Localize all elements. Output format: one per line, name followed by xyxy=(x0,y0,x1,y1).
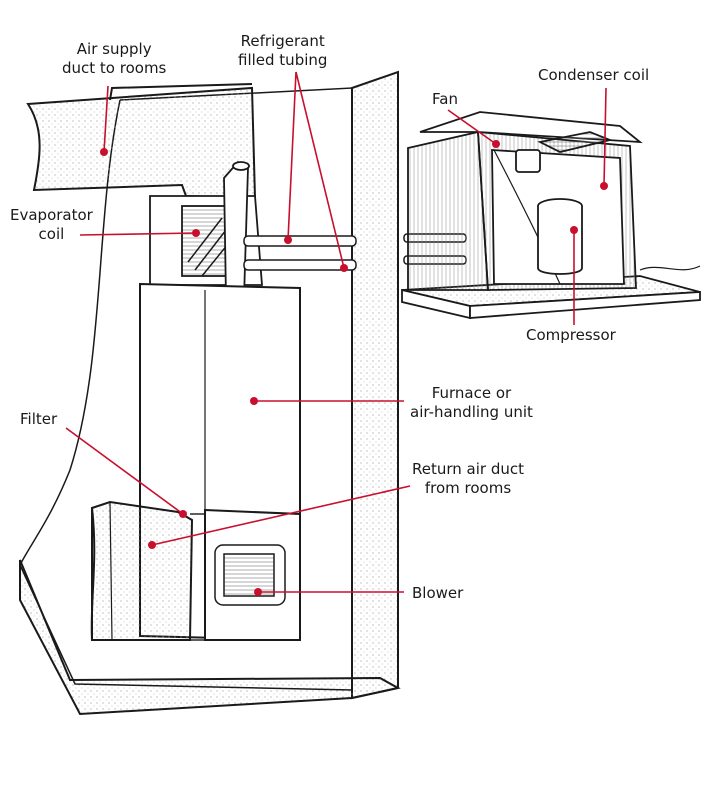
label-evaporator-coil-line2: coil xyxy=(38,225,65,243)
leader-lines xyxy=(65,71,607,593)
label-return-air-duct: Return air duct from rooms xyxy=(412,460,524,498)
leader-filter xyxy=(65,427,184,515)
label-furnace-line2: air-handling unit xyxy=(410,403,533,421)
label-compressor-text: Compressor xyxy=(526,326,616,344)
left-wall-curve xyxy=(19,99,121,566)
label-blower: Blower xyxy=(412,584,463,603)
label-return-air-duct-line1: Return air duct xyxy=(412,460,524,478)
label-fan-text: Fan xyxy=(432,90,458,108)
label-air-supply-duct-line1: Air supply xyxy=(76,40,152,58)
leader-dots xyxy=(100,140,608,596)
air-supply-duct xyxy=(26,83,257,200)
evaporator-coil-drawing xyxy=(187,217,229,277)
label-filter: Filter xyxy=(20,410,57,429)
exterior-wall xyxy=(351,70,399,700)
leader-return-air xyxy=(151,485,411,546)
label-evaporator-coil: Evaporator coil xyxy=(10,206,93,244)
leader-condenser xyxy=(603,87,607,187)
label-air-supply-duct-line2: duct to rooms xyxy=(62,59,167,77)
label-air-supply-duct: Air supply duct to rooms xyxy=(62,40,166,78)
label-blower-text: Blower xyxy=(412,584,464,602)
blower-drawing xyxy=(214,544,286,606)
label-refrigerant-tubing-line1: Refrigerant xyxy=(240,32,325,50)
label-evaporator-coil-line1: Evaporator xyxy=(10,206,93,224)
label-compressor: Compressor xyxy=(526,326,616,345)
leader-air-supply xyxy=(103,85,109,153)
return-air-duct xyxy=(90,500,206,641)
label-refrigerant-tubing-line2: filled tubing xyxy=(238,51,328,69)
condenser-unit xyxy=(401,111,701,320)
leader-refrigerant-1 xyxy=(287,71,297,241)
label-fan: Fan xyxy=(432,90,458,109)
leader-refrigerant-2 xyxy=(295,71,345,269)
interior-wall-outline xyxy=(19,87,353,691)
basement-floor xyxy=(19,559,401,716)
leader-fan xyxy=(447,109,497,145)
label-refrigerant-tubing: Refrigerant filled tubing xyxy=(238,32,327,70)
label-condenser-coil-text: Condenser coil xyxy=(538,66,650,84)
label-furnace: Furnace or air-handling unit xyxy=(410,384,533,422)
label-furnace-line1: Furnace or xyxy=(431,384,512,402)
label-return-air-duct-line2: from rooms xyxy=(424,479,512,497)
label-condenser-coil: Condenser coil xyxy=(538,66,649,85)
label-filter-text: Filter xyxy=(20,410,58,428)
leader-evaporator xyxy=(79,232,197,236)
flue-pipe xyxy=(223,160,250,299)
